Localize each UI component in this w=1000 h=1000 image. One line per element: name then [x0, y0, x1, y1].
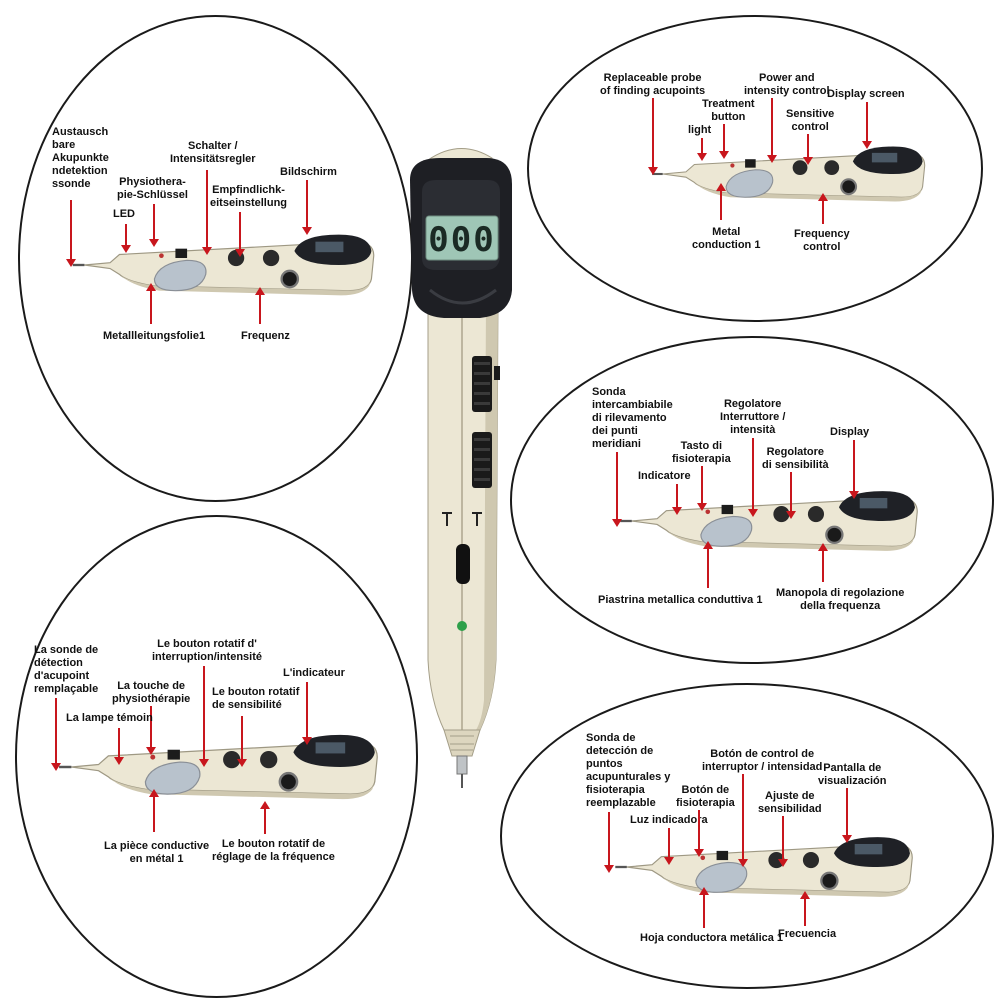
- fr-lamp-arrow: [114, 728, 124, 765]
- fr-switch-label: Le bouton rotatif d' interruption/intens…: [152, 638, 262, 663]
- de-frequency-label: Frequenz: [241, 330, 290, 342]
- it-physio-arrow: [697, 466, 707, 511]
- de-probe-arrow: [66, 200, 76, 267]
- de-led-label: LED: [113, 208, 135, 220]
- en-probe-arrow: [648, 98, 658, 175]
- fr-switch-arrow: [199, 666, 209, 767]
- de-metal-arrow: [146, 283, 156, 324]
- en-sensitive-arrow: [803, 134, 813, 165]
- fr-metal-label: La pièce conductive en métal 1: [104, 840, 210, 865]
- de-frequency-arrow: [255, 287, 265, 324]
- en-metal-arrow: [716, 183, 726, 220]
- it-frequency-label: Manopola di regolazione della frequenza: [776, 587, 905, 612]
- fr-frequency-arrow: [260, 801, 270, 834]
- es-light-arrow: [664, 828, 674, 865]
- es-switch-arrow: [738, 774, 748, 867]
- es-metal-arrow: [699, 887, 709, 928]
- it-metal-label: Piastrina metallica conduttiva 1: [598, 594, 763, 606]
- de-sensitivity-label: Empfindlichk- eitseinstellung: [210, 184, 288, 209]
- de-screen-label: Bildschirm: [280, 166, 337, 178]
- green-led: [457, 621, 467, 631]
- de-switch-arrow: [202, 170, 212, 255]
- fr-frequency-label: Le bouton rotatif de réglage de la fréqu…: [212, 838, 335, 863]
- de-led-arrow: [121, 224, 131, 253]
- spanish-pen: [614, 835, 914, 899]
- it-sensitivity-label: Regolatore di sensibilità: [762, 446, 829, 471]
- it-switch-label: Regolatore Interruttore / intensità: [720, 398, 786, 436]
- italian-pen: [619, 489, 919, 553]
- fr-physio-arrow: [146, 706, 156, 755]
- it-probe-label: Sonda intercambiabile di rilevamento dei…: [592, 386, 673, 450]
- en-treatment-label: Treatment button: [702, 98, 755, 123]
- en-frequency-label: Frequency control: [794, 228, 850, 253]
- english-pen: [651, 145, 926, 203]
- de-physio-arrow: [149, 204, 159, 247]
- fr-indicator-arrow: [302, 682, 312, 745]
- en-metal-label: Metal conduction 1: [692, 226, 761, 251]
- fr-physio-label: La touche de physiothérapie: [112, 680, 191, 705]
- it-indicator-arrow: [672, 484, 682, 515]
- spanish-panel: [500, 683, 994, 989]
- it-display-arrow: [849, 440, 859, 499]
- main-device-photo: 000: [410, 148, 512, 788]
- french-pen: [57, 733, 379, 801]
- fr-probe-label: La sonde de détection d'acupoint remplaç…: [34, 644, 99, 695]
- en-display-label: Display screen: [827, 88, 905, 100]
- es-sensitivity-label: Ajuste de sensibilidad: [758, 790, 822, 815]
- it-metal-arrow: [703, 541, 713, 588]
- fr-indicator-label: L'indicateur: [283, 667, 345, 679]
- treatment-button: [456, 544, 470, 584]
- es-metal-label: Hoja conductora metálica 1: [640, 932, 784, 944]
- it-frequency-arrow: [818, 543, 828, 582]
- es-sensitivity-arrow: [778, 816, 788, 867]
- lcd-screen: [425, 215, 499, 261]
- de-screen-arrow: [302, 180, 312, 235]
- es-light-label: Luz indicadora: [630, 814, 708, 826]
- de-metal-label: Metallleitungsfolie1: [103, 330, 206, 342]
- es-display-label: Pantalla de visualización: [818, 762, 887, 787]
- en-light-arrow: [697, 138, 707, 161]
- en-display-arrow: [862, 102, 872, 149]
- en-probe-label: Replaceable probe of finding acupoints: [600, 72, 706, 97]
- de-sensitivity-arrow: [235, 212, 245, 257]
- it-probe-arrow: [612, 452, 622, 527]
- it-indicator-label: Indicatore: [638, 470, 691, 482]
- es-switch-label: Botón de control de interruptor / intens…: [702, 748, 823, 773]
- it-switch-arrow: [748, 438, 758, 517]
- en-treatment-arrow: [719, 124, 729, 159]
- en-frequency-arrow: [818, 193, 828, 224]
- de-physio-label: Physiothera- pie-Schlüssel: [117, 176, 188, 201]
- fr-metal-arrow: [149, 789, 159, 832]
- de-probe-label: Austausch bare Akupunkte ndetektion sson…: [52, 126, 109, 190]
- lcd-digits: 000: [428, 220, 495, 260]
- fr-probe-arrow: [51, 698, 61, 771]
- es-display-arrow: [842, 788, 852, 843]
- it-sensitivity-arrow: [786, 472, 796, 519]
- fr-lamp-label: La lampe témoin: [66, 712, 153, 724]
- fr-sensitivity-label: Le bouton rotatif de sensibilité: [212, 686, 300, 711]
- en-light-label: light: [688, 124, 712, 136]
- german-pen: [71, 233, 375, 297]
- it-physio-label: Tasto di fisioterapia: [672, 440, 731, 465]
- en-sensitive-label: Sensitive control: [786, 108, 835, 133]
- en-power-label: Power and intensity control: [744, 72, 830, 97]
- es-physio-arrow: [694, 810, 704, 857]
- en-power-arrow: [767, 98, 777, 163]
- es-frequency-arrow: [800, 891, 810, 926]
- es-probe-arrow: [604, 812, 614, 873]
- it-display-label: Display: [830, 426, 870, 438]
- es-probe-label: Sonda de detección de puntos acupuntural…: [586, 732, 671, 809]
- fr-sensitivity-arrow: [237, 716, 247, 767]
- es-frequency-label: Frecuencia: [778, 928, 837, 940]
- es-physio-label: Botón de fisioterapia: [676, 784, 735, 809]
- de-switch-label: Schalter / Intensitätsregler: [170, 140, 256, 165]
